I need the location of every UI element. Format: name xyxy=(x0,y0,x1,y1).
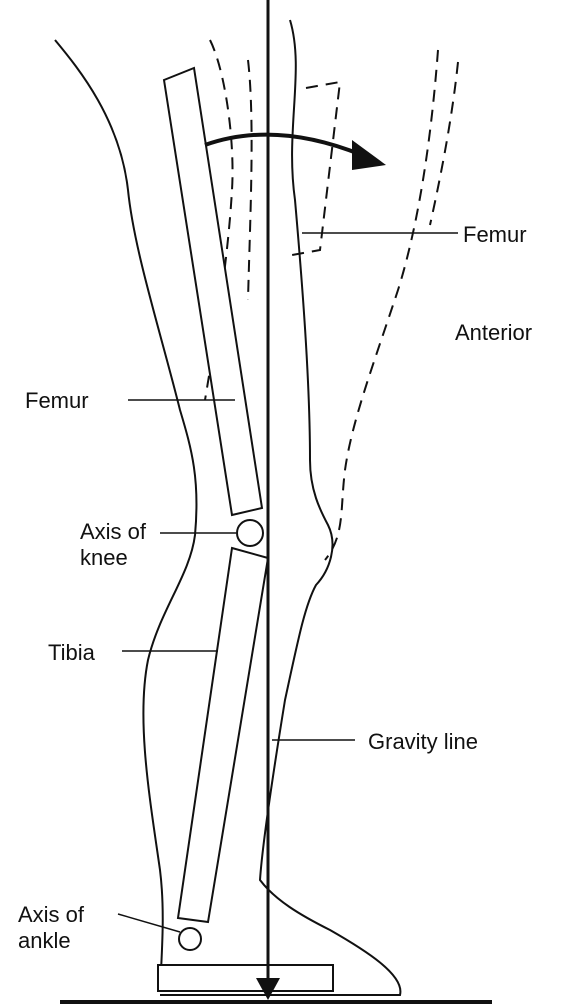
label-axis-of-knee-line2: knee xyxy=(80,545,128,570)
dashed-femur-bar xyxy=(292,82,340,255)
label-axis-of-knee-line1: Axis of xyxy=(80,519,146,544)
label-axis-of-ankle-line1: Axis of xyxy=(18,902,84,927)
leader-ankle xyxy=(118,914,180,932)
label-femur-right: Femur xyxy=(463,222,527,247)
knee-axis-circle xyxy=(237,520,263,546)
ankle-axis-circle xyxy=(179,928,201,950)
label-axis-of-ankle-line2: ankle xyxy=(18,928,71,953)
label-gravity-line: Gravity line xyxy=(368,729,478,754)
label-anterior: Anterior xyxy=(455,320,532,345)
tibia-bar xyxy=(178,548,268,922)
rotation-arrowhead xyxy=(352,140,386,170)
leg-outline-posterior xyxy=(55,40,197,990)
label-femur-left: Femur xyxy=(25,388,89,413)
rotation-arrow-curve xyxy=(205,135,362,155)
dashed-thigh-hip-outline xyxy=(430,62,458,225)
label-tibia: Tibia xyxy=(48,640,95,665)
dashed-thigh-front-outline xyxy=(325,50,438,560)
foot-rectangle xyxy=(158,965,333,991)
dashed-thigh-inner-outline xyxy=(248,60,252,300)
